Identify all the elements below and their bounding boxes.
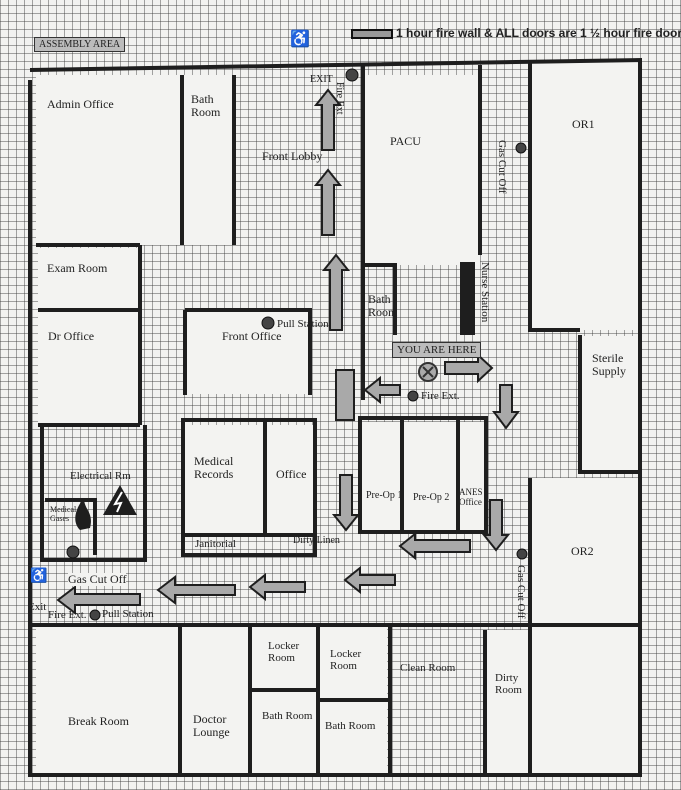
gas-cut-off-label-or2: Gas Cut Off <box>515 565 528 619</box>
corridor-marker <box>335 369 355 421</box>
room-pacu: PACU <box>390 134 421 148</box>
fire-wall-legend-swatch <box>351 29 393 39</box>
exit-label-west: Exit <box>28 601 47 613</box>
gas-cut-off-icon <box>515 142 527 154</box>
you-are-here-label: YOU ARE HERE <box>392 342 482 359</box>
evacuation-arrows <box>56 88 520 616</box>
fire-ext-label-west: Fire Ext. <box>48 609 87 621</box>
room-or2: OR2 <box>571 544 594 558</box>
safety-symbols: ♿ ♿ <box>30 29 528 621</box>
room-medical-records: Medical Records <box>194 454 234 482</box>
room-sterile-supply: Sterile Supply <box>592 351 627 379</box>
room-locker-room-1: Locker Room <box>268 640 300 665</box>
wheelchair-icon: ♿ <box>290 29 310 48</box>
gas-cut-off-label-or1: Gas Cut Off <box>496 140 509 194</box>
room-bath-room-center: Bath Room <box>368 292 398 320</box>
nurse-station-counter <box>460 262 475 335</box>
room-anes-office: ANES Office <box>459 487 483 507</box>
arrow-down <box>481 499 511 552</box>
room-pre-op-1: Pre-Op 1 <box>366 490 403 501</box>
arrow-left <box>398 531 471 561</box>
fire-ext-label-center: Fire Ext. <box>421 390 460 402</box>
room-dirty-linen: Dirty Linen <box>293 535 340 546</box>
you-are-here-cross-icon <box>422 366 434 378</box>
room-electrical: Electrical Rm <box>70 470 131 482</box>
wheelchair-icon: ♿ <box>30 567 47 584</box>
fire-ext-label-top: Fire Ext <box>334 82 345 115</box>
walls <box>28 57 642 777</box>
gas-cut-off-icon <box>516 548 528 560</box>
exit-label-top: EXIT <box>310 74 333 85</box>
arrow-left <box>343 565 396 595</box>
room-nurse-station: Nurse Station <box>479 262 492 323</box>
arrow-left <box>248 572 306 602</box>
fire-extinguisher-icon <box>407 390 419 402</box>
pull-station-icon <box>261 316 275 330</box>
room-bath-room-south-2: Bath Room <box>325 720 376 732</box>
room-exam-room: Exam Room <box>47 261 108 275</box>
arrow-up <box>313 88 343 151</box>
room-or1: OR1 <box>572 117 595 131</box>
arrow-up <box>321 253 351 331</box>
room-front-office: Front Office <box>222 329 282 343</box>
fire-extinguisher-icon <box>345 68 359 82</box>
arrow-down <box>492 384 520 430</box>
assembly-area-label: ASSEMBLY AREA <box>34 37 126 52</box>
arrow-down <box>331 474 361 532</box>
arrow-up <box>313 168 343 236</box>
room-pre-op-2: Pre-Op 2 <box>413 492 450 503</box>
high-voltage-icon <box>103 485 137 515</box>
room-doctor-lounge: Doctor Lounge <box>193 712 230 740</box>
room-janitorial: Janitorial <box>195 538 236 550</box>
room-front-lobby: Front Lobby <box>262 149 323 163</box>
arrow-left <box>363 375 401 405</box>
room-bath-room: Bath Room <box>191 92 221 120</box>
room-break-room: Break Room <box>68 714 129 728</box>
arrow-left <box>56 584 141 616</box>
room-medical-gases: Medical Gases <box>50 505 77 523</box>
room-clean-room: Clean Room <box>400 662 456 674</box>
gas-cut-off-label-west: Gas Cut Off <box>68 572 127 587</box>
room-office: Office <box>276 467 307 481</box>
gas-cut-off-icon <box>66 545 80 559</box>
room-bath-room-south-1: Bath Room <box>262 710 313 722</box>
room-dr-office: Dr Office <box>48 329 95 343</box>
arrow-right <box>444 352 494 384</box>
room-dirty-room: Dirty Room <box>495 672 522 697</box>
arrow-left <box>156 574 236 606</box>
room-locker-room-2: Locker Room <box>330 648 362 673</box>
room-admin-office: Admin Office <box>47 97 114 111</box>
pull-station-label-center: Pull Station <box>277 318 329 330</box>
pull-station-label-west: Pull Station <box>102 608 154 620</box>
fire-wall-legend-text: 1 hour fire wall & ALL doors are 1 ½ hou… <box>396 26 681 40</box>
flame-icon <box>75 498 91 530</box>
pull-station-icon <box>89 609 101 621</box>
